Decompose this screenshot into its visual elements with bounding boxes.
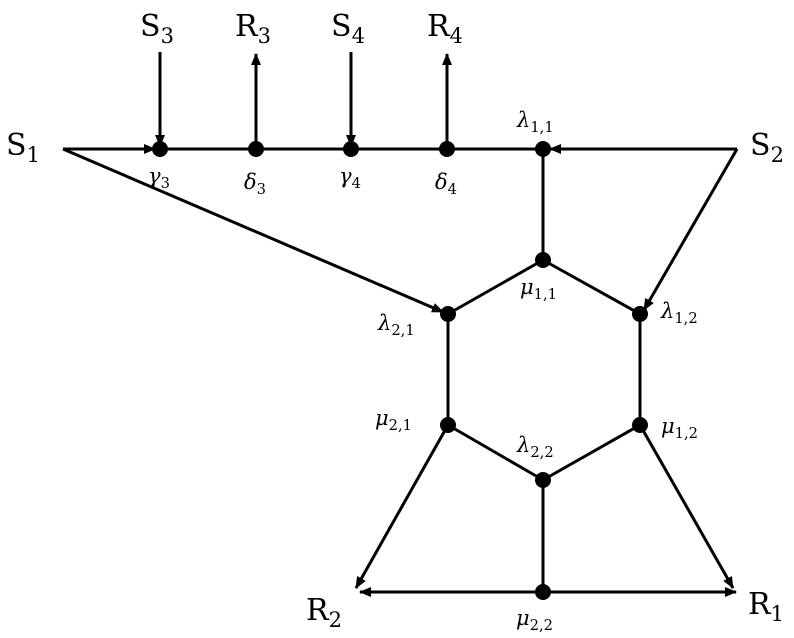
- node-lambda12: [632, 306, 648, 322]
- label-mu11: μ1,1: [520, 275, 557, 303]
- node-lambda22: [535, 472, 551, 488]
- node-gamma3: [152, 141, 168, 157]
- label-mu22: μ2,2: [516, 606, 553, 634]
- label-r4: R4: [427, 9, 463, 48]
- node-labels: γ3 δ3 γ4 δ4 λ1,1 μ1,1 λ2,1 λ1,2 μ2,1 μ1,…: [148, 108, 698, 634]
- node-mu12: [632, 417, 648, 433]
- terminal-labels: S3 R3 S4 R4 S1 S2 R2 R1: [6, 9, 784, 632]
- label-mu21: μ2,1: [375, 406, 412, 434]
- node-gamma4: [343, 141, 359, 157]
- label-lambda21: λ2,1: [377, 311, 415, 339]
- label-lambda22: λ2,2: [516, 433, 554, 461]
- edge-mu11-lambda12: [542, 258, 641, 316]
- label-delta4: δ4: [435, 170, 457, 198]
- nodes: [152, 141, 648, 600]
- label-lambda11: λ1,1: [516, 108, 554, 136]
- edge-s2-lambda12: [642, 148, 739, 311]
- label-s1: S1: [6, 128, 40, 167]
- node-lambda21: [440, 306, 456, 322]
- edge-mu12-r1: [638, 424, 735, 589]
- edge-mu11-lambda21: [447, 258, 544, 316]
- node-mu11: [535, 252, 551, 268]
- node-delta4: [439, 141, 455, 157]
- label-r1: R1: [748, 587, 784, 626]
- label-gamma4: γ4: [339, 164, 361, 192]
- edge-mu21-lambda22: [447, 423, 544, 482]
- node-delta3: [248, 141, 264, 157]
- node-mu21: [440, 417, 456, 433]
- node-lambda11: [535, 141, 551, 157]
- label-lambda12: λ1,2: [660, 299, 698, 327]
- label-r3: R3: [235, 9, 271, 48]
- edge-mu21-r2: [354, 424, 450, 589]
- node-mu22: [535, 584, 551, 600]
- label-mu12: μ1,2: [661, 414, 698, 442]
- label-gamma3: γ3: [148, 164, 170, 192]
- label-s3: S3: [140, 9, 174, 48]
- label-delta3: δ3: [244, 170, 266, 198]
- label-s4: S4: [331, 9, 365, 48]
- edge-s1-lambda21: [62, 147, 444, 314]
- edge-mu12-lambda22: [542, 423, 641, 482]
- label-r2: R2: [306, 593, 342, 632]
- label-s2: S2: [750, 128, 784, 167]
